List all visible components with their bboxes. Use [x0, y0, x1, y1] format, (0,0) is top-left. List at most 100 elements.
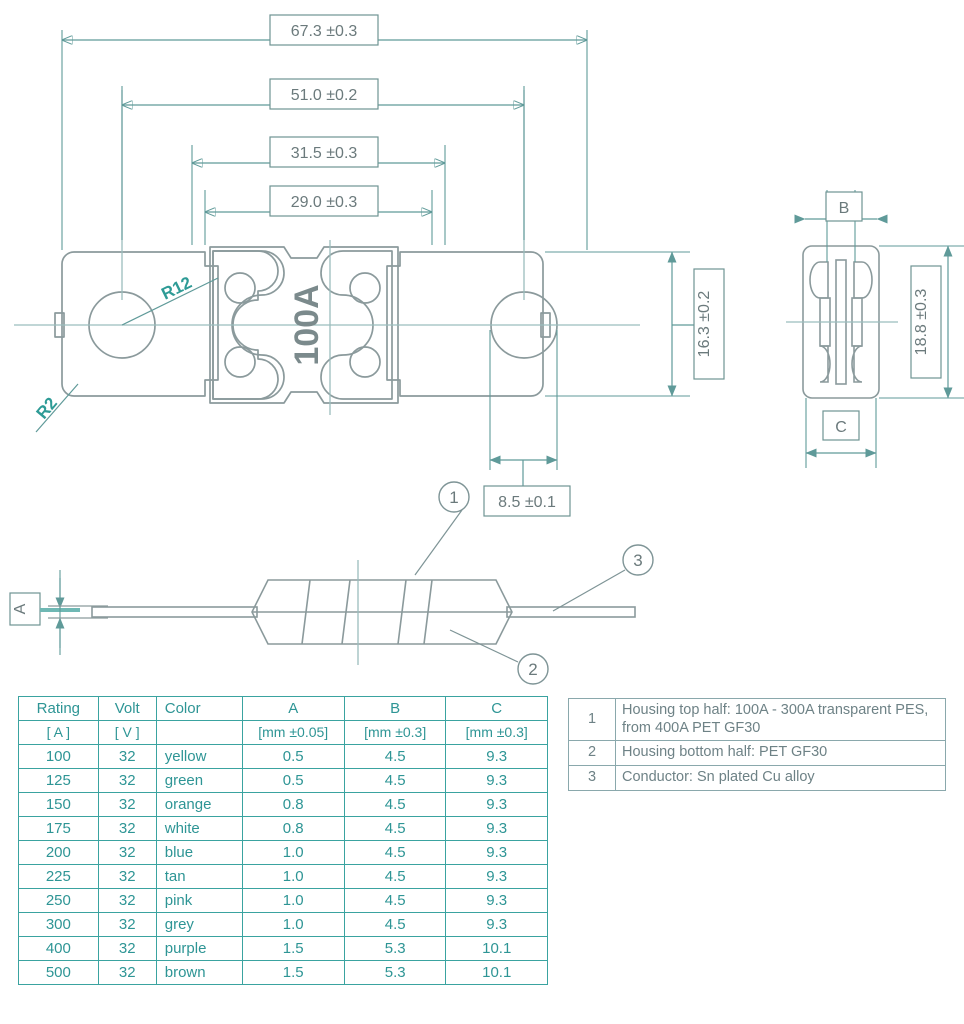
fuse-spec-table: Rating Volt Color A B C [ A ] [ V ] [mm …	[18, 696, 548, 985]
spec-cell-volt: 32	[97, 960, 157, 985]
spec-cell-c: 10.1	[445, 960, 548, 985]
spec-cell-a: 1.0	[241, 840, 345, 865]
spec-header-volt: Volt	[97, 696, 157, 721]
spec-unit-rating: [ A ]	[18, 720, 99, 745]
spec-cell-c: 9.3	[445, 816, 548, 841]
spec-cell-a: 1.0	[241, 912, 345, 937]
radius-label-r12: R12	[158, 273, 194, 304]
spec-cell-color: tan	[155, 864, 243, 889]
spec-cell-rating: 200	[18, 840, 99, 865]
dim-box-67: 67.3 ±0.3	[269, 14, 379, 46]
spec-cell-rating: 400	[18, 936, 99, 961]
dim-box-c: C	[822, 410, 860, 441]
legend-item-number: 2	[568, 740, 616, 767]
spec-cell-volt: 32	[97, 912, 157, 937]
spec-cell-color: orange	[155, 792, 243, 817]
conductor-blade-right	[506, 606, 636, 618]
spec-cell-a: 0.8	[241, 792, 345, 817]
legend-item-description: Conductor: Sn plated Cu alloy	[615, 765, 946, 791]
spec-cell-volt: 32	[97, 840, 157, 865]
balloon-3-label: 3	[633, 551, 642, 570]
spec-cell-color: blue	[155, 840, 243, 865]
terminal-tab-right	[320, 250, 393, 400]
terminal-hole-right-top	[349, 272, 381, 304]
spec-header-b: B	[343, 696, 447, 721]
dim-label-188: 18.8 ±0.3	[913, 289, 930, 356]
spec-cell-a: 1.5	[241, 960, 345, 985]
conductor-blade-left	[91, 606, 258, 618]
spec-cell-volt: 32	[97, 864, 157, 889]
terminal-hole-right-bottom	[349, 346, 381, 378]
spec-cell-b: 4.5	[343, 840, 447, 865]
spec-cell-color: yellow	[155, 744, 243, 769]
housing-center-block	[209, 246, 399, 404]
dim-box-51: 51.0 ±0.2	[269, 78, 379, 110]
side-view-group: B C 18.8 ±0.3	[786, 190, 964, 468]
spec-unit-c: [mm ±0.3]	[445, 720, 548, 745]
spec-cell-a: 1.0	[241, 888, 345, 913]
radius-label-r2: R2	[33, 394, 62, 423]
spec-cell-color: green	[155, 768, 243, 793]
dim-box-b: B	[825, 191, 863, 222]
fuse-outline-group	[54, 246, 558, 404]
spec-cell-color: purple	[155, 936, 243, 961]
spec-cell-b: 4.5	[343, 816, 447, 841]
dim-label-67: 67.3 ±0.3	[291, 23, 358, 40]
radius-callouts: R12 R2	[33, 273, 219, 433]
legend-item-number: 3	[568, 765, 616, 791]
part-marking-label: 100A	[288, 284, 326, 365]
balloon-3: 3	[552, 544, 654, 612]
spec-cell-rating: 175	[18, 816, 99, 841]
spec-unit-color	[155, 720, 243, 745]
spec-cell-rating: 225	[18, 864, 99, 889]
dim-box-85: 8.5 ±0.1	[483, 485, 571, 517]
spec-cell-c: 9.3	[445, 864, 548, 889]
dim-box-188: 18.8 ±0.3	[910, 265, 942, 379]
dim-box-163: 16.3 ±0.2	[693, 268, 725, 380]
spec-cell-volt: 32	[97, 936, 157, 961]
spec-cell-rating: 300	[18, 912, 99, 937]
spec-cell-c: 9.3	[445, 768, 548, 793]
spec-cell-b: 5.3	[343, 936, 447, 961]
spec-cell-rating: 150	[18, 792, 99, 817]
terminal-tab-left-body	[212, 250, 285, 400]
legend-item-description: Housing top half: 100A - 300A transparen…	[615, 697, 946, 742]
spec-cell-b: 4.5	[343, 912, 447, 937]
datum-a-group: A	[9, 570, 108, 655]
spec-cell-c: 9.3	[445, 912, 548, 937]
spec-cell-volt: 32	[97, 888, 157, 913]
terminal-tab-left	[212, 250, 279, 400]
spec-cell-volt: 32	[97, 768, 157, 793]
side-view-left-upper	[809, 261, 829, 299]
cross-section-view-group: A	[9, 560, 636, 665]
balloon-2-leader	[449, 629, 519, 663]
dim-label-29: 29.0 ±0.3	[291, 194, 358, 211]
legend-item-description: Housing bottom half: PET GF30	[615, 740, 946, 767]
spec-cell-b: 5.3	[343, 960, 447, 985]
balloon-1-label: 1	[449, 488, 458, 507]
spec-cell-b: 4.5	[343, 864, 447, 889]
spec-cell-color: brown	[155, 960, 243, 985]
spec-cell-rating: 100	[18, 744, 99, 769]
spec-cell-b: 4.5	[343, 768, 447, 793]
balloon-2-label: 2	[528, 660, 537, 679]
spec-cell-volt: 32	[97, 816, 157, 841]
side-view-left-lower	[819, 345, 831, 383]
spec-table-header-row-2: [ A ] [ V ] [mm ±0.05] [mm ±0.3] [mm ±0.…	[18, 720, 548, 745]
leader-r2	[35, 383, 79, 433]
spec-table-header-row-1: Rating Volt Color A B C	[18, 696, 548, 721]
extension-lines	[61, 30, 690, 470]
spec-cell-color: pink	[155, 888, 243, 913]
dim-label-a: A	[12, 603, 29, 614]
balloon-1: 1	[414, 481, 470, 576]
spec-cell-c: 9.3	[445, 744, 548, 769]
dim-label-51: 51.0 ±0.2	[291, 87, 358, 104]
balloon-1-leader	[414, 509, 463, 576]
